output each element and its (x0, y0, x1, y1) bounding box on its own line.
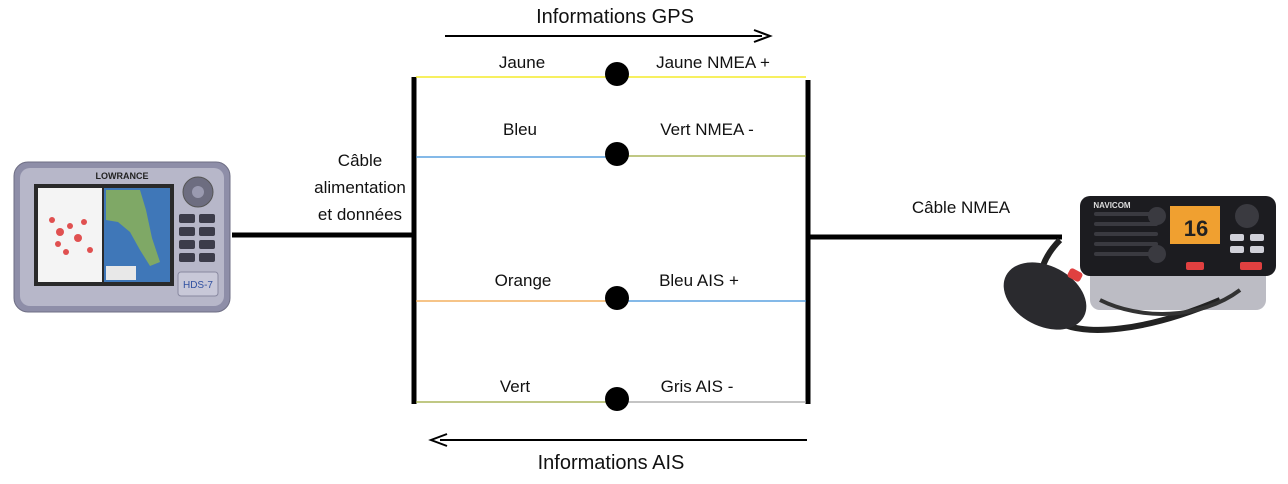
svg-text:HDS-7: HDS-7 (183, 280, 213, 291)
cable-label-line: et données (317, 205, 403, 224)
wire-junction-dot (605, 286, 629, 310)
svg-text:LOWRANCE: LOWRANCE (96, 171, 149, 181)
wire-left-label: Bleu (502, 120, 538, 139)
chartplotter-device: LOWRANCE HDS-7 (13, 161, 231, 313)
cable-label-line: alimentation (314, 178, 406, 197)
lowrance-logo-text: LOWRANCE (96, 171, 149, 181)
wire-right-label: Bleu AIS + (659, 271, 739, 290)
wire-junction-dot (605, 62, 629, 86)
wire-left-label: Jaune (498, 53, 546, 72)
gps-arrow (445, 29, 773, 43)
wire-right-label: Vert NMEA - (660, 120, 754, 139)
power-data-cable-label: Câble alimentation et données (314, 147, 406, 228)
wires (416, 62, 806, 411)
cable-label-line: Câble (337, 151, 383, 170)
svg-text:NAVICOM: NAVICOM (1093, 201, 1131, 210)
wire-right-label: Gris AIS - (660, 377, 734, 396)
wire-junction-dot (605, 142, 629, 166)
wire-left-label: Orange (494, 271, 552, 290)
ais-arrow (428, 433, 807, 447)
svg-text:16: 16 (1184, 216, 1208, 241)
gps-info-label: Informations GPS (536, 6, 694, 28)
wire-right-label: Jaune NMEA + (656, 53, 770, 72)
vhf-radio-device: 16 NAVICOM (1003, 196, 1276, 333)
wire-left-label: Vert (499, 377, 531, 396)
nmea-cable-label: Câble NMEA (911, 198, 1011, 217)
ais-info-label: Informations AIS (537, 452, 685, 474)
wire-junction-dot (605, 387, 629, 411)
